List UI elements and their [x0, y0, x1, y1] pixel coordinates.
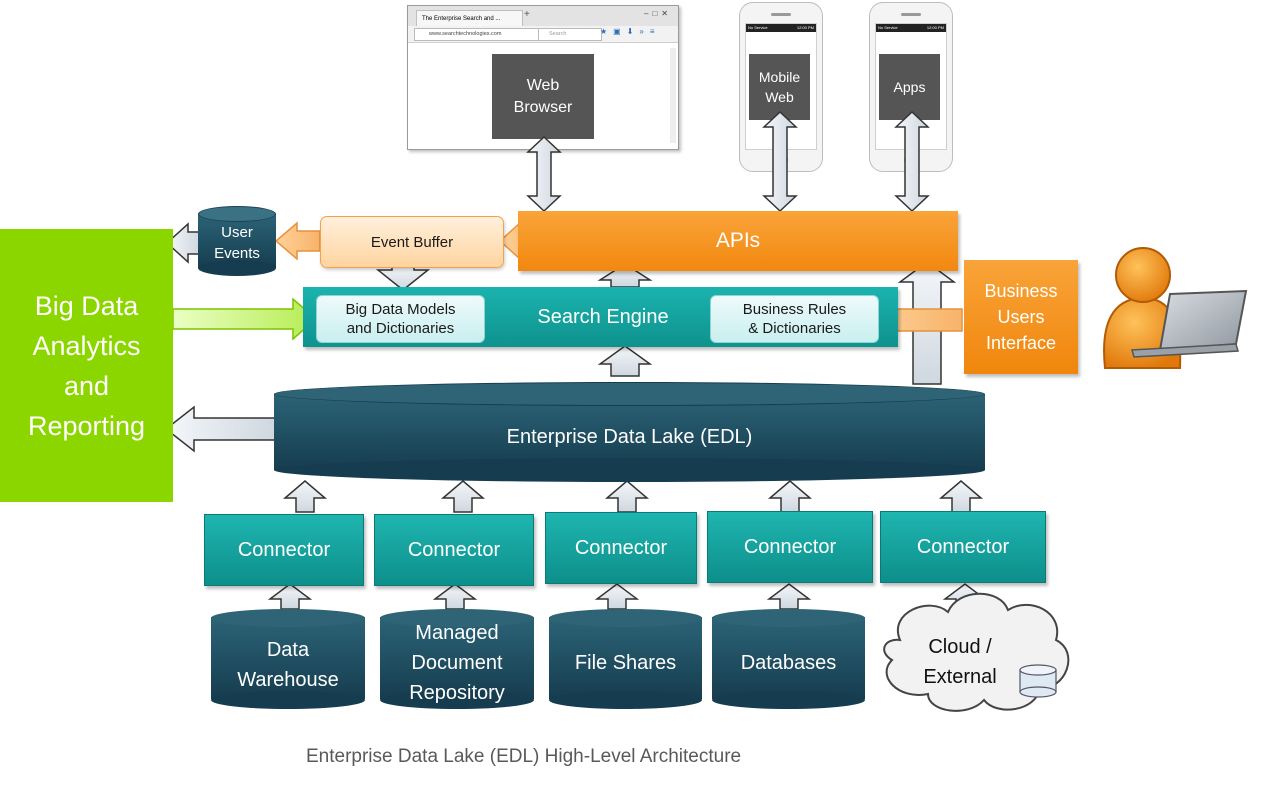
browser-scrollbar[interactable] [670, 48, 676, 143]
user-events-cylinder: User Events [198, 206, 276, 276]
connector-2: Connector [374, 514, 534, 586]
connector-5-to-edl-arrow [938, 480, 984, 513]
connector-3-to-edl-arrow [604, 480, 650, 513]
edl-to-search-arrow [597, 345, 653, 377]
connector-3-label: Connector [574, 536, 668, 559]
browser-toolbar: www.searchtechnologies.com Search ★▣⬇»≡ [408, 26, 678, 43]
status-time: 12:00 PM [796, 25, 814, 30]
apis-label: APIs [715, 229, 761, 252]
connector-5: Connector [880, 511, 1046, 583]
phone-speaker [771, 13, 791, 16]
window-controls-icon[interactable]: –□✕ [644, 9, 672, 18]
apps-apis-double-arrow [894, 110, 930, 213]
diagram-caption: Enterprise Data Lake (EDL) High-Level Ar… [306, 746, 742, 767]
browser-tab[interactable]: The Enterprise Search and ... [416, 10, 523, 27]
connector-1: Connector [204, 514, 364, 586]
file-shares-label: File Shares [574, 651, 677, 674]
new-tab-icon[interactable]: + [524, 9, 530, 20]
connector-1-to-edl-arrow [282, 480, 328, 513]
apps-label: Apps [879, 54, 940, 120]
connector-2-label: Connector [407, 538, 501, 561]
url-text: www.searchtechnologies.com [429, 31, 502, 37]
apis-bar: APIs [518, 211, 958, 271]
connector-1-label: Connector [237, 538, 331, 561]
edl-to-big-data-arrow [164, 405, 277, 453]
data-warehouse-label: Data Warehouse [237, 639, 339, 691]
mobile-apis-double-arrow [762, 110, 798, 213]
source-4-to-connector-arrow [766, 583, 812, 610]
big-data-models-box: Big Data Models and Dictionaries [316, 295, 485, 343]
browser-toolbar-icons[interactable]: ★▣⬇»≡ [600, 27, 661, 36]
cloud-external-label: Cloud / External [923, 636, 997, 688]
status-time: 12:00 PM [926, 25, 944, 30]
connector-4-to-edl-arrow [767, 480, 813, 513]
browser-search-placeholder: Search [549, 31, 567, 37]
source-3-to-connector-arrow [594, 583, 640, 610]
source-1-to-connector-arrow [267, 583, 313, 610]
connector-4: Connector [707, 511, 873, 583]
big-data-to-models-arrow [172, 297, 318, 341]
web-browser-label: Web Browser [492, 54, 594, 139]
connector-5-label: Connector [916, 535, 1010, 558]
status-carrier: No Service [748, 25, 768, 30]
phone-speaker [901, 13, 921, 16]
managed-document-repository-label: Managed Document Repository [409, 622, 505, 704]
mobile-web-label: Mobile Web [749, 54, 810, 120]
connector-2-to-edl-arrow [440, 480, 486, 513]
search-to-apis-arrow [597, 263, 653, 288]
event-buffer-box: Event Buffer [320, 216, 504, 268]
search-engine-label: Search Engine [537, 305, 669, 328]
connector-3: Connector [545, 512, 697, 584]
browser-search-input[interactable]: Search [538, 28, 602, 41]
event-buffer-to-user-events-arrow [274, 221, 321, 261]
file-shares-cylinder: File Shares [549, 609, 702, 709]
browser-tab-title: The Enterprise Search and ... [422, 16, 501, 22]
managed-document-repository-cylinder: Managed Document Repository [380, 609, 534, 709]
status-carrier: No Service [878, 25, 898, 30]
business-users-interface-box: Business Users Interface [964, 260, 1078, 374]
user-events-label: User Events [214, 224, 260, 262]
databases-cylinder: Databases [712, 609, 865, 709]
browser-tab-bar: The Enterprise Search and ... + –□✕ [408, 6, 678, 27]
big-data-analytics-box: Big Data Analytics and Reporting [0, 229, 173, 502]
databases-label: Databases [740, 651, 837, 674]
enterprise-data-lake-cylinder: Enterprise Data Lake (EDL) [274, 382, 985, 482]
edl-label: Enterprise Data Lake (EDL) [506, 425, 753, 448]
event-buffer-label: Event Buffer [370, 233, 454, 251]
connector-4-label: Connector [743, 535, 837, 558]
data-warehouse-cylinder: Data Warehouse [211, 609, 365, 709]
source-5-to-connector-arrow [942, 583, 988, 610]
web-browser-window: The Enterprise Search and ... + –□✕ www.… [407, 5, 679, 150]
source-2-to-connector-arrow [432, 583, 478, 610]
business-rules-box: Business Rules & Dictionaries [710, 295, 879, 343]
browser-apis-double-arrow [526, 135, 562, 213]
